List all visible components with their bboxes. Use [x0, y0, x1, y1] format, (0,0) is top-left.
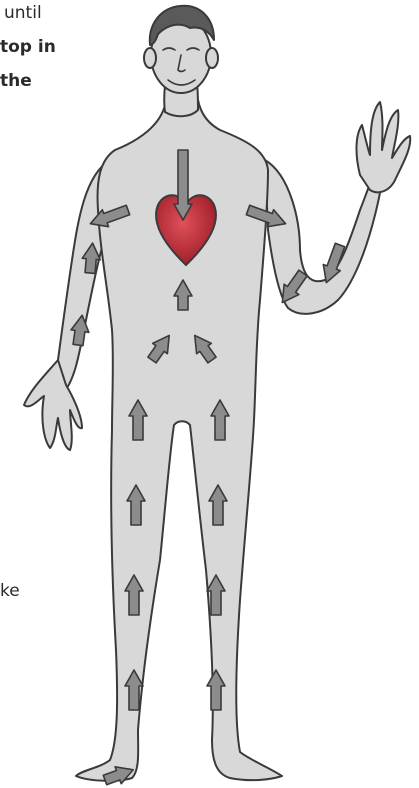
right-ear: [206, 48, 218, 68]
left-ear: [144, 48, 156, 68]
human-body: [24, 6, 410, 781]
right-arm: [265, 160, 381, 314]
right-hand: [356, 102, 410, 192]
